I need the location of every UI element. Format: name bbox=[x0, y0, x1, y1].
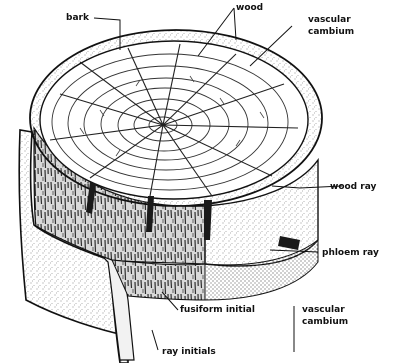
label-ray-initials: ray initials bbox=[162, 347, 216, 357]
ray-initials-leader bbox=[152, 330, 158, 350]
label-cambium-top: cambium bbox=[308, 27, 354, 37]
label-phloem-ray: phloem ray bbox=[322, 248, 379, 258]
label-wood: wood bbox=[236, 3, 263, 13]
label-bark: bark bbox=[66, 13, 90, 23]
label-cambium-bottom: cambium bbox=[302, 317, 348, 327]
label-fusiform-initial: fusiform initial bbox=[180, 305, 255, 315]
label-vascular-bottom: vascular bbox=[302, 305, 345, 315]
label-wood-ray: wood ray bbox=[330, 182, 376, 192]
label-vascular-top: vascular bbox=[308, 15, 351, 25]
